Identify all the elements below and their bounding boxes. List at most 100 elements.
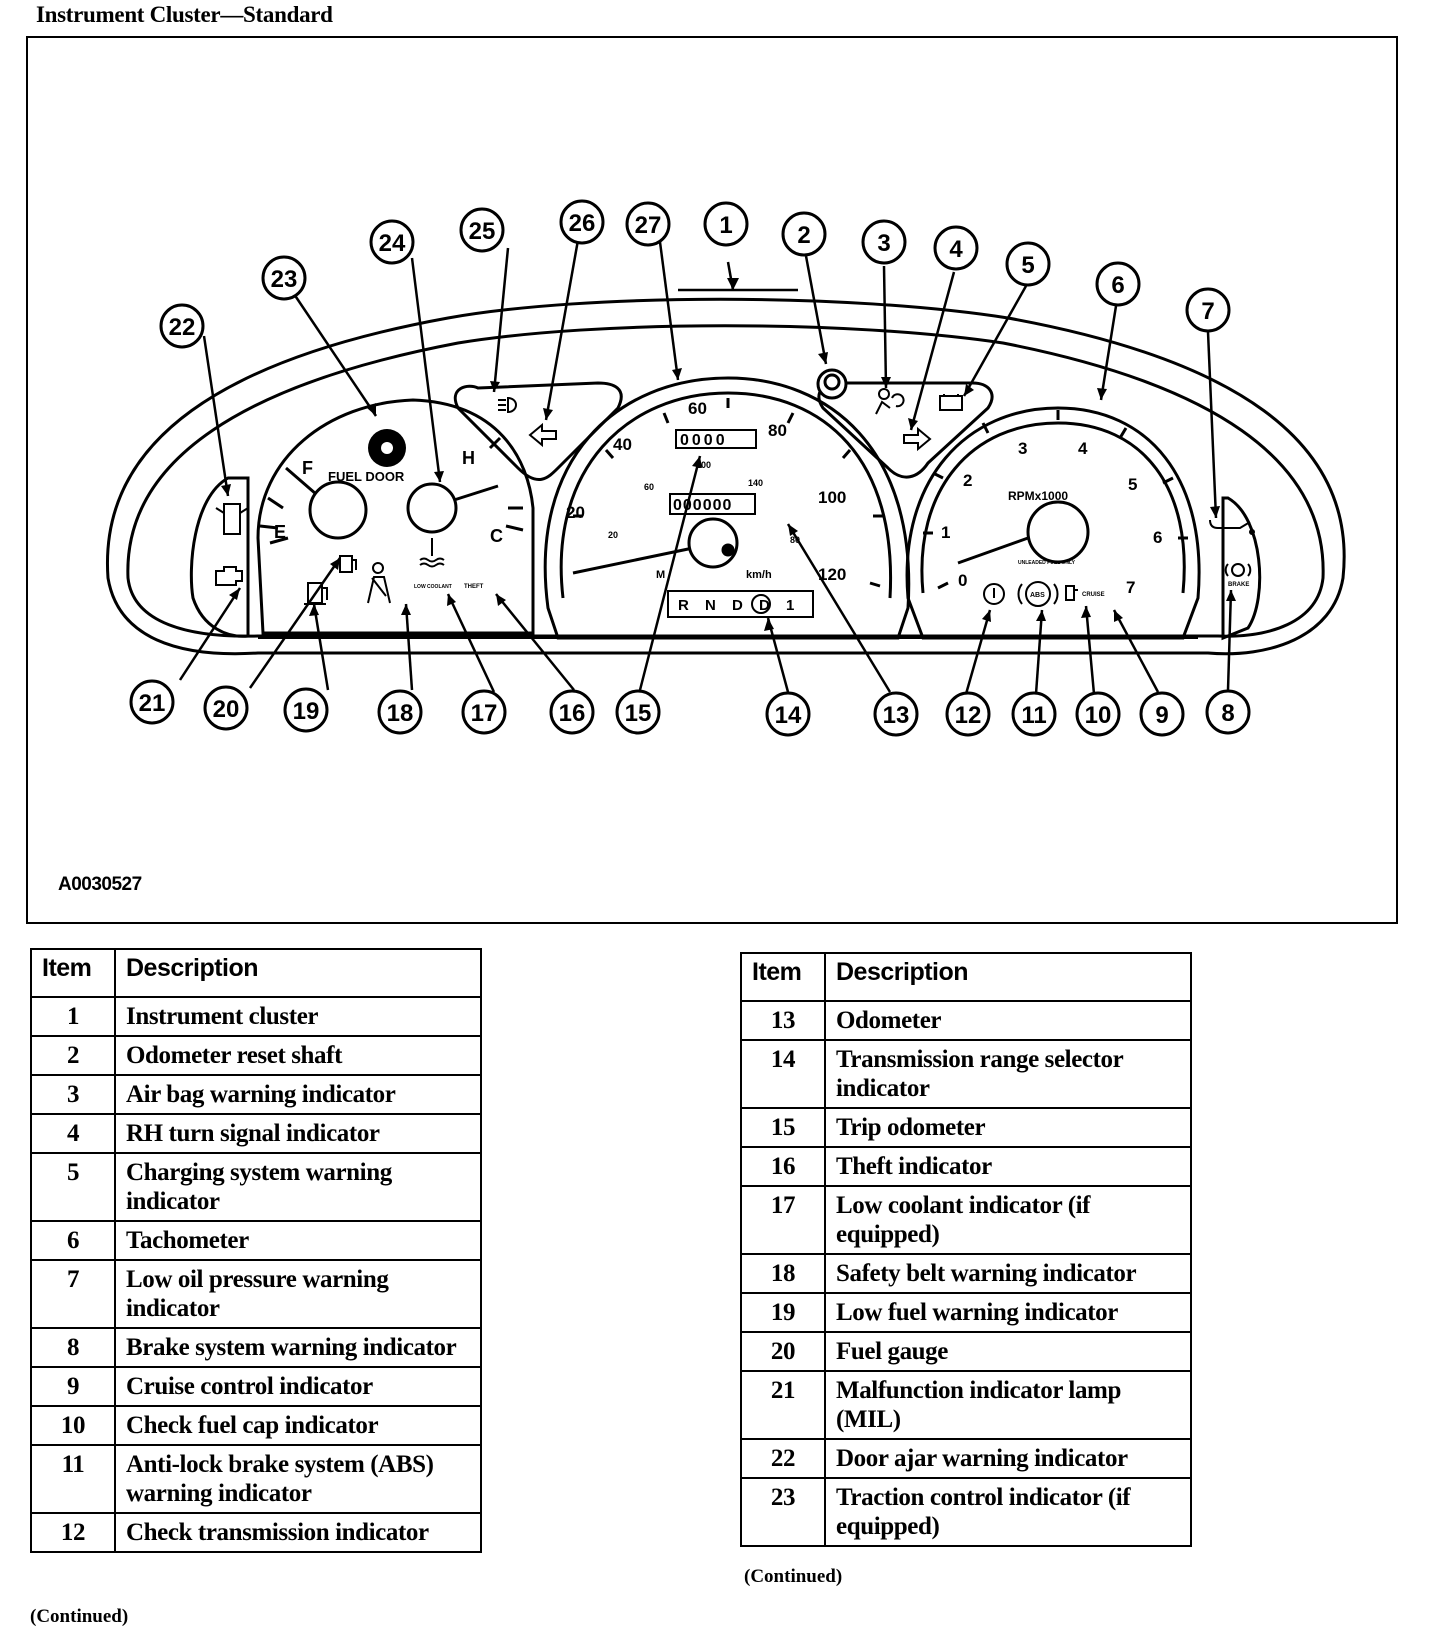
callout-3: 3 <box>861 219 907 265</box>
item-number: 23 <box>740 1477 826 1547</box>
callout-27: 27 <box>625 201 671 247</box>
tachometer-labels: 0 1 2 3 4 5 6 7 <box>941 439 1162 597</box>
callout-19: 19 <box>283 687 329 733</box>
tachometer-needle <box>957 500 1090 565</box>
theft-label: THEFT <box>464 584 484 590</box>
callout-16: 16 <box>549 689 595 735</box>
low-oil-pressure-icon <box>1209 519 1255 535</box>
callout-6: 6 <box>1095 261 1141 307</box>
instrument-cluster-figure: F E FUEL DOOR H C 20 40 60 80 100 120 20… <box>26 36 1398 924</box>
cluster-diagram: F E FUEL DOOR H C 20 40 60 80 100 120 20… <box>105 199 1346 737</box>
speedometer-ticks <box>573 398 883 588</box>
rpm-label: 7 <box>1126 578 1135 597</box>
abs-label: ABS <box>1030 592 1045 599</box>
svg-text:21: 21 <box>139 690 166 717</box>
header-item: Item <box>740 952 826 1002</box>
svg-text:22: 22 <box>169 314 196 341</box>
callout-15: 15 <box>615 689 661 735</box>
svg-text:23: 23 <box>271 266 298 293</box>
fuel-door-label: FUEL DOOR <box>328 469 405 484</box>
brake-label: BRAKE <box>1228 582 1249 588</box>
rpm-label: 1 <box>941 523 950 542</box>
odometer-window <box>669 493 756 515</box>
fuel-empty-label: E <box>274 522 286 542</box>
callout-5: 5 <box>1005 241 1051 287</box>
callout-4: 4 <box>933 225 979 271</box>
item-number: 5 <box>30 1152 116 1222</box>
item-description: Low oil pressure warning indicator <box>114 1259 482 1329</box>
item-number: 17 <box>740 1185 826 1255</box>
item-number: 3 <box>30 1074 116 1115</box>
svg-text:20: 20 <box>213 696 240 723</box>
trip-odometer-digits: 0000 <box>680 432 728 449</box>
speedometer-kmh-labels: 20 60 100 140 80 <box>608 460 800 545</box>
traction-control-icon <box>368 429 406 467</box>
rpm-label: 0 <box>958 571 967 590</box>
kmh-label: 80 <box>790 535 800 545</box>
item-number: 11 <box>30 1444 116 1514</box>
rpm-label: 3 <box>1018 439 1027 458</box>
rpm-label: 6 <box>1153 528 1162 547</box>
speedometer-pod <box>543 376 911 640</box>
callout-17: 17 <box>461 689 507 735</box>
item-description: Anti-lock brake system (ABS) warning ind… <box>114 1444 482 1514</box>
svg-text:17: 17 <box>471 700 498 727</box>
item-description: Check transmission indicator <box>114 1512 482 1553</box>
item-description: Transmission range selector indicator <box>824 1039 1192 1109</box>
item-number: 21 <box>740 1370 826 1440</box>
item-description: Door ajar warning indicator <box>824 1438 1192 1479</box>
item-description: Low fuel warning indicator <box>824 1292 1192 1333</box>
check-fuel-cap-icon <box>1065 585 1078 601</box>
callout-25: 25 <box>459 207 505 253</box>
fuel-gauge <box>259 466 368 545</box>
item-description: RH turn signal indicator <box>114 1113 482 1154</box>
header-item: Item <box>30 948 116 998</box>
callout-leaders <box>178 239 1233 695</box>
svg-text:7: 7 <box>1201 298 1214 325</box>
mph-label: 120 <box>818 565 846 584</box>
callout-1: 1 <box>703 201 749 247</box>
svg-text:27: 27 <box>635 212 662 239</box>
item-number: 9 <box>30 1366 116 1407</box>
svg-text:14: 14 <box>775 702 802 729</box>
svg-text:3: 3 <box>877 230 890 257</box>
trip-odometer-window <box>675 429 757 449</box>
coolant-temp-icon <box>419 538 445 568</box>
speedometer-needle <box>572 517 739 575</box>
check-engine-icon <box>215 566 243 586</box>
low-coolant-label: LOW COOLANT <box>414 584 452 590</box>
kmh-label: 20 <box>608 530 618 540</box>
svg-text:11: 11 <box>1021 702 1046 729</box>
battery-icon <box>939 394 963 411</box>
prnd-box <box>667 590 814 618</box>
headlamp-icon <box>498 396 517 414</box>
rpm-label: 2 <box>963 471 972 490</box>
item-description: Safety belt warning indicator <box>824 1253 1192 1294</box>
kmh-label: 140 <box>748 478 763 488</box>
svg-text:12: 12 <box>955 702 982 729</box>
callout-9: 9 <box>1139 691 1185 737</box>
item-number: 19 <box>740 1292 826 1333</box>
item-number: 6 <box>30 1220 116 1261</box>
cruise-label: CRUISE <box>1082 592 1105 598</box>
prnd-selected-ring <box>751 594 771 614</box>
speed-units-left: M <box>656 569 665 581</box>
header-description: Description <box>114 948 482 998</box>
callout-23: 23 <box>261 255 307 301</box>
page-title: Instrument Cluster—Standard <box>36 2 333 27</box>
